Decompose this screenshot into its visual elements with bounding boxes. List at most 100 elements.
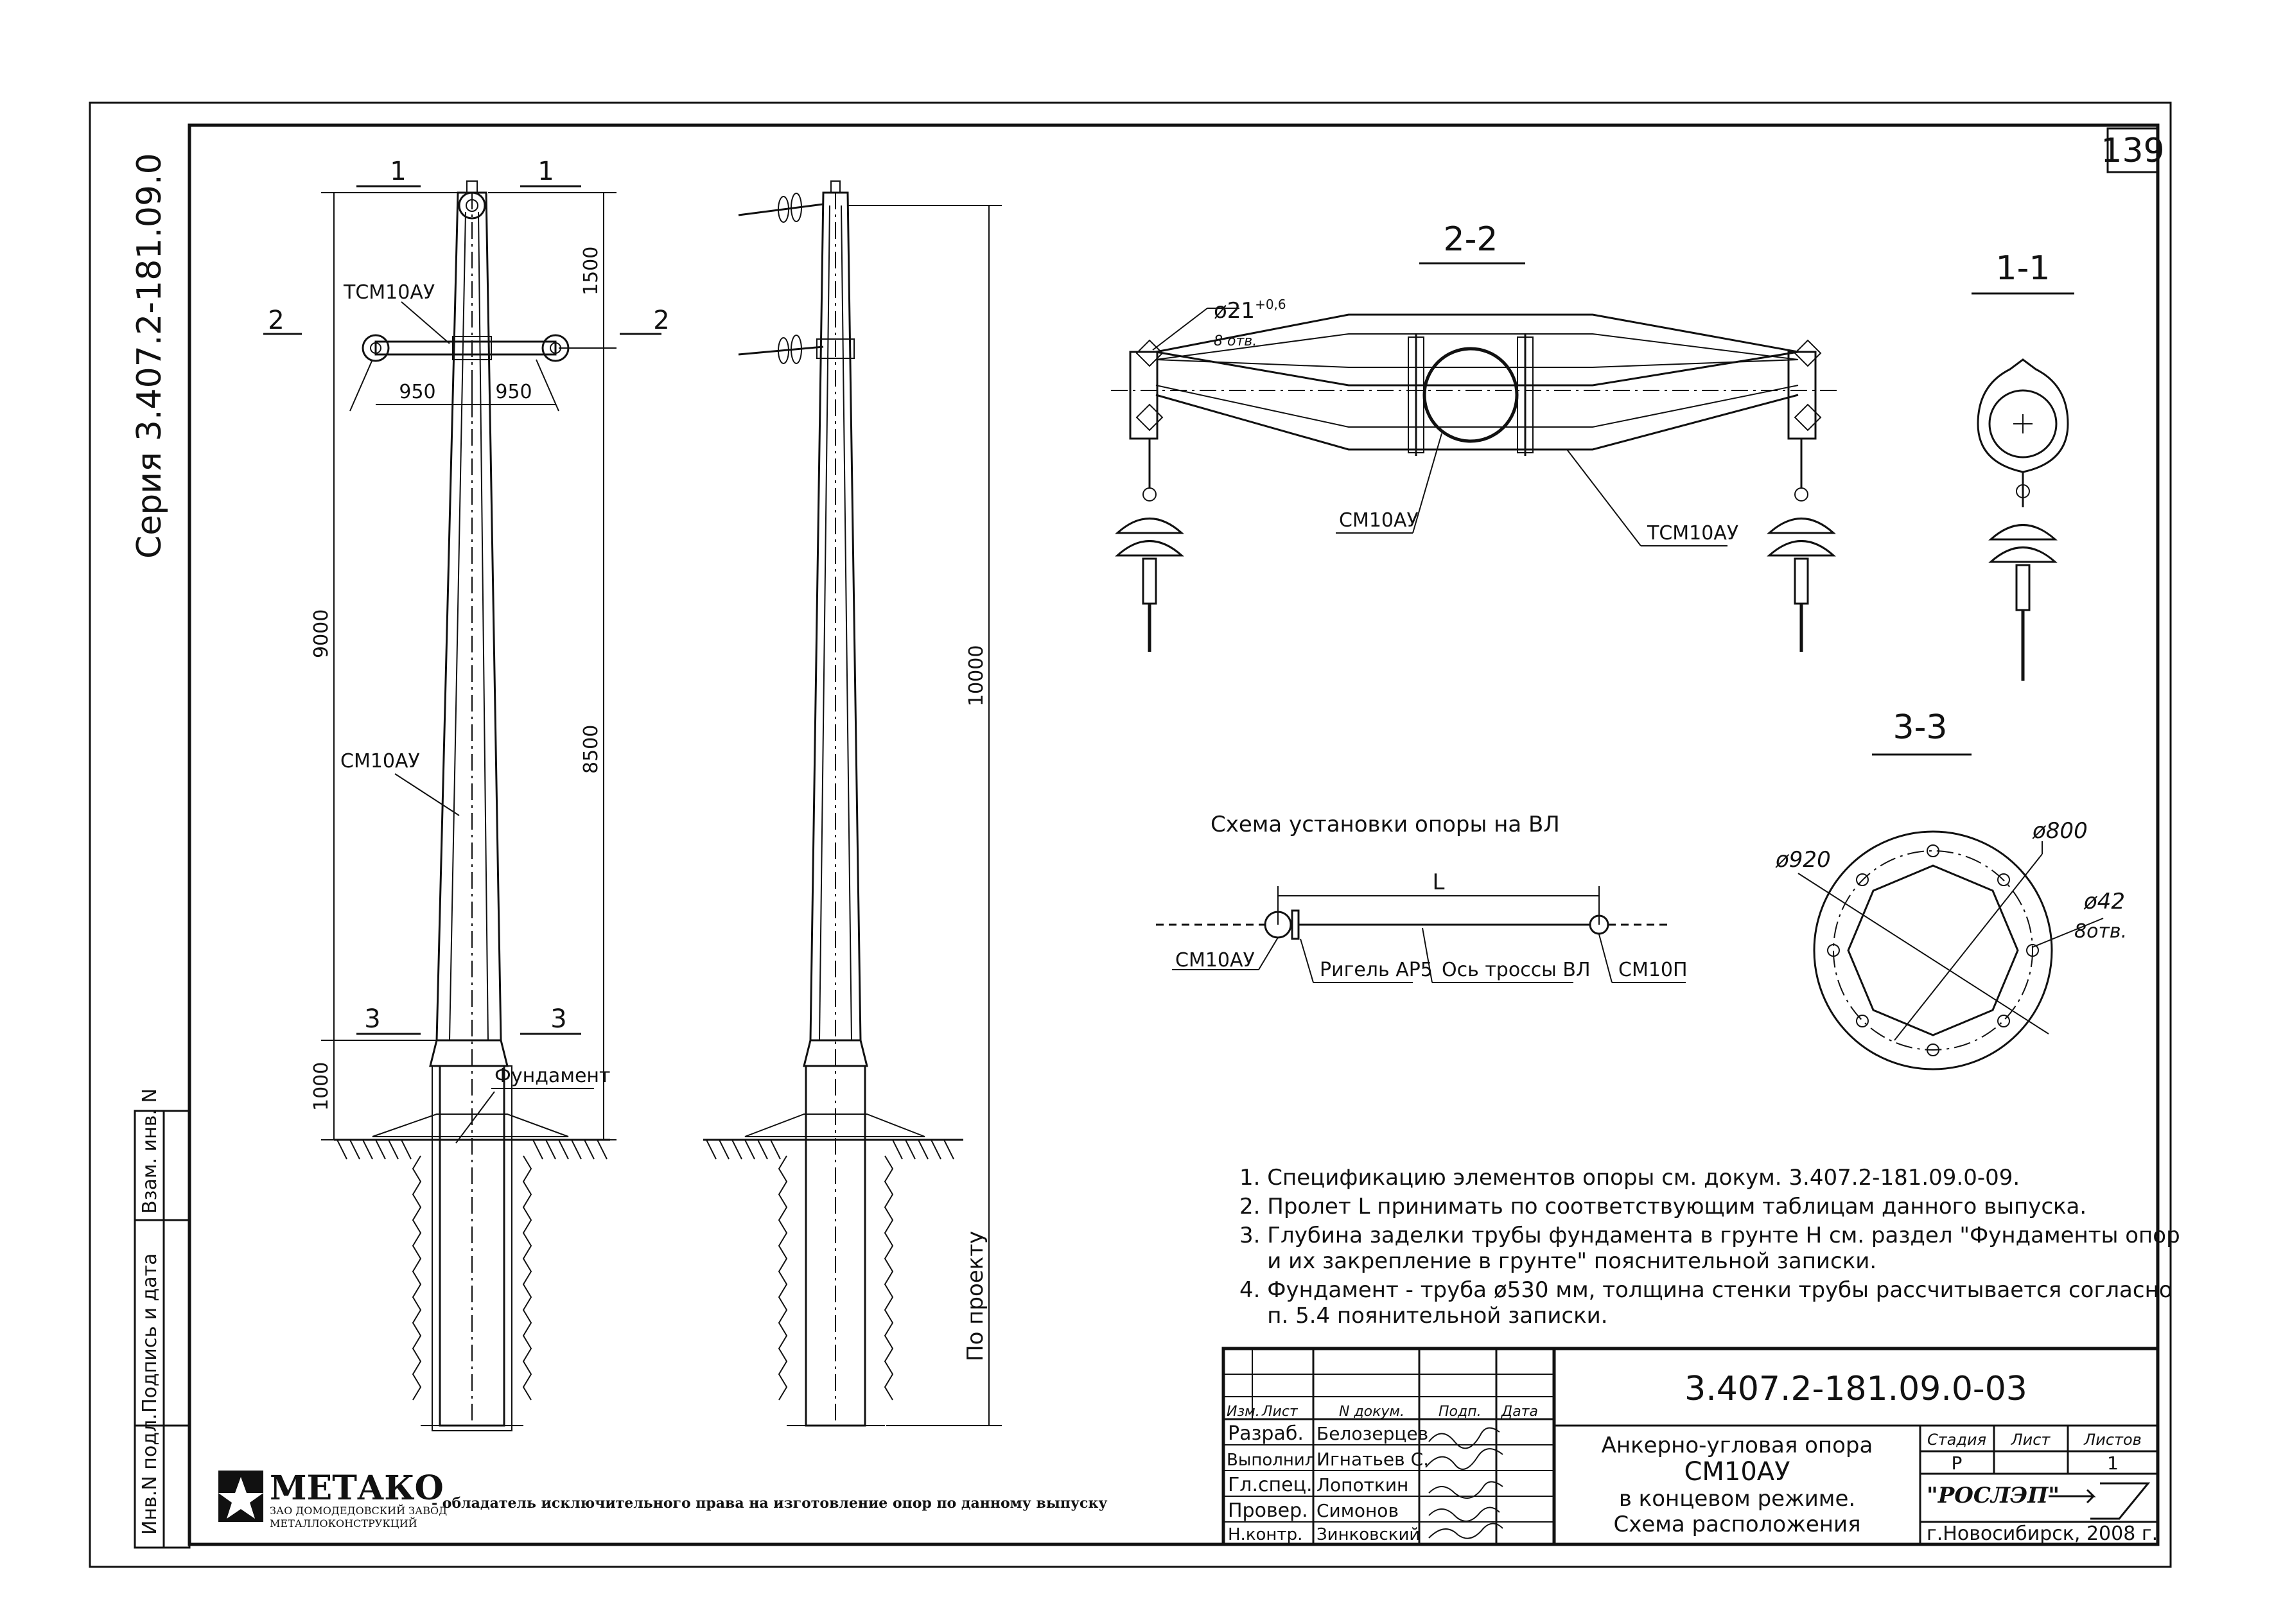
insulator-right: [1767, 439, 1836, 652]
note-3-cont: и их закрепление в грунте" пояснительной…: [1239, 1248, 1876, 1274]
name-3: Лопоткин: [1316, 1474, 1408, 1496]
hole-label: ø21+0,6: [1214, 297, 1286, 324]
sheet-label: Лист: [2011, 1431, 2051, 1449]
sheets-label: Листов: [2083, 1431, 2142, 1449]
maker-logo-text: МЕТАКО: [270, 1469, 444, 1508]
dim-arm-left: 950: [399, 381, 435, 403]
section-1-1-title: 1-1: [1996, 249, 2051, 288]
org-name: "РОСЛЭП": [1927, 1483, 2060, 1508]
stamp-replace-inv: Взам. инв. N: [139, 1088, 161, 1214]
title-line-2: СМ10АУ: [1684, 1457, 1790, 1487]
th-doc: N докум.: [1339, 1404, 1404, 1420]
outer-frame: [89, 101, 2172, 1568]
section-1-left: 1: [390, 157, 406, 186]
name-1: Белозерцев: [1316, 1423, 1428, 1444]
d-bolt-circle-label: ø800: [2032, 818, 2088, 844]
maker-rights: - обладатель исключительного права на из…: [432, 1495, 1107, 1512]
section-3-3-title: 3-3: [1893, 708, 1948, 747]
dim-8500: 8500: [580, 725, 602, 774]
note-1: 1. Спецификацию элементов опоры см. доку…: [1239, 1165, 2020, 1191]
name-2: Игнатьев С.: [1316, 1449, 1429, 1470]
hole-tolerance: +0,6: [1255, 297, 1286, 312]
dim-9000: 9000: [310, 609, 333, 658]
depth-label: По проекту: [963, 1231, 988, 1361]
crossarm: [374, 340, 557, 356]
foundation-label: Фундамент: [494, 1065, 611, 1087]
pole-shaft: [435, 191, 502, 1042]
page-number: 139: [2101, 132, 2164, 170]
front-elevation: 1 1 2 2 3 3 ТСМ10АУ СМ10АУ Фундамент 950…: [263, 157, 670, 1431]
section-2-right: 2: [653, 306, 669, 335]
side-elevation: 10000 По проекту: [703, 180, 1002, 1427]
hole-count: 8 отв.: [1214, 333, 1257, 349]
note-4: 4. Фундамент - труба ø530 мм, толщина ст…: [1239, 1277, 2173, 1303]
title-line-3: в концевом режиме.: [1619, 1486, 1855, 1512]
scheme-pole-left: СМ10АУ: [1175, 949, 1255, 972]
stage-value: Р: [1952, 1453, 1963, 1474]
th-sign: Подп.: [1439, 1404, 1482, 1420]
dim-10000: 10000: [965, 645, 988, 706]
insulator-left: [1115, 439, 1184, 652]
bolt-circle: [1833, 850, 2033, 1051]
section-pole-label: СМ10АУ: [1339, 509, 1419, 532]
note-2: 2. Пролет L принимать по соответствующим…: [1239, 1194, 2086, 1219]
dim-arm-right: 950: [495, 381, 532, 403]
sheets-value: 1: [2107, 1453, 2119, 1474]
title-line-1: Анкерно-угловая опора: [1602, 1433, 1873, 1458]
dim-1000: 1000: [310, 1062, 333, 1111]
d-hole-label: ø42: [2083, 889, 2125, 914]
city-year: г.Новосибирск, 2008 г.: [1927, 1523, 2158, 1545]
page-number-box: [2106, 127, 2159, 173]
flange-outer: [1813, 830, 2053, 1070]
stamp-original-inv: Инв.N подл.: [139, 1413, 161, 1535]
title-line-4: Схема расположения: [1613, 1512, 1860, 1537]
d-outer-label: ø920: [1775, 847, 1831, 873]
section-crossarm-label: ТСМ10АУ: [1647, 522, 1738, 545]
th-change: Изм.: [1227, 1404, 1260, 1420]
name-5: Зинковский: [1316, 1525, 1420, 1544]
signatures: [1425, 1427, 1503, 1539]
th-sheet: Лист: [1261, 1404, 1299, 1420]
notes: 1. Спецификацию элементов опоры см. доку…: [1239, 1165, 2180, 1329]
doc-code: 3.407.2-181.09.0-03: [1684, 1370, 2027, 1408]
role-2: Выполнил: [1227, 1451, 1315, 1470]
role-4: Провер.: [1228, 1499, 1308, 1522]
scheme-title: Схема установки опоры на ВЛ: [1211, 812, 1560, 837]
inner-frame: [188, 123, 2160, 1546]
section-3-left: 3: [364, 1004, 380, 1034]
section-2-2: 2-2: [1111, 220, 1837, 652]
role-3: Гл.спец.: [1228, 1474, 1313, 1496]
crossarm-label: ТСМ10АУ: [343, 281, 435, 304]
maker-block: МЕТАКО ЗАО ДОМОДЕДОВСКИЙ ЗАВОД МЕТАЛЛОКО…: [218, 1469, 1107, 1530]
section-3-right: 3: [550, 1004, 566, 1034]
title-block: Изм. Лист N докум. Подп. Дата Разраб. Вы…: [1221, 1347, 2160, 1546]
star-icon: [218, 1477, 263, 1519]
note-3: 3. Глубина заделки трубы фундамента в гр…: [1239, 1223, 2180, 1248]
layout-scheme: Схема установки опоры на ВЛ L СМ10АУ Риг…: [1156, 812, 1688, 983]
maker-sub-2: МЕТАЛЛОКОНСТРУКЦИЙ: [270, 1517, 417, 1530]
section-3-3: 3-3 ø920 ø800 ø42 8отв.: [1775, 708, 2127, 1070]
section-1-1: 1-1: [1972, 249, 2074, 681]
stage-label: Стадия: [1927, 1431, 1986, 1449]
maker-sub-1: ЗАО ДОМОДЕДОВСКИЙ ЗАВОД: [270, 1504, 447, 1517]
org-logo-arrow: [2049, 1482, 2151, 1520]
scheme-axis: Ось троссы ВЛ: [1442, 959, 1591, 981]
section-1-right: 1: [538, 157, 554, 186]
stamp-signature-date: Подпись и дата: [139, 1253, 161, 1413]
section-2-left: 2: [268, 306, 284, 335]
role-1: Разраб.: [1228, 1422, 1304, 1445]
scheme-beam: Ригель АР5: [1320, 959, 1433, 981]
th-date: Дата: [1501, 1404, 1538, 1420]
scheme-pole-right: СМ10П: [1618, 959, 1688, 981]
side-stamp: Взам. инв. N Подпись и дата Инв.N подл.: [134, 1088, 191, 1549]
series-label: Серия 3.407.2-181.09.0: [130, 153, 169, 559]
pole-label: СМ10АУ: [340, 750, 420, 773]
name-4: Симонов: [1316, 1500, 1399, 1521]
span-label: L: [1433, 869, 1445, 895]
note-4-cont: п. 5.4 поянительной записки.: [1239, 1303, 1608, 1329]
role-5: Н.контр.: [1228, 1525, 1302, 1544]
section-2-2-title: 2-2: [1444, 220, 1498, 259]
hole-count-label: 8отв.: [2074, 920, 2127, 943]
dim-1500: 1500: [580, 247, 602, 295]
